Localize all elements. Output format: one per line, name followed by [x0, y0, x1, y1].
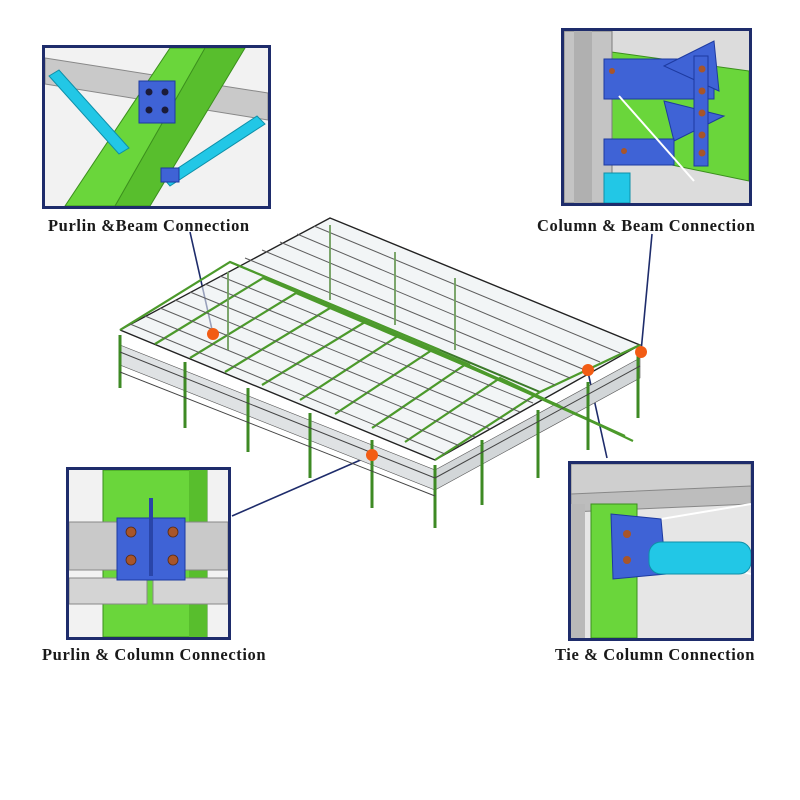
detail-purlin-column: [66, 467, 231, 640]
detail-tie-column: [568, 461, 754, 641]
caption-column-beam: Column & Beam Connection: [537, 216, 756, 235]
marker-purlin-beam: [207, 328, 219, 340]
detail-purlin-beam: [42, 45, 271, 209]
leader-column-beam: [640, 233, 653, 353]
caption-purlin-beam: Purlin &Beam Connection: [48, 216, 250, 235]
caption-tie-column: Tie & Column Connection: [555, 645, 756, 664]
wall-girts: [119, 351, 641, 497]
building-frame: [118, 217, 642, 528]
detail-column-beam: [561, 28, 752, 206]
marker-column-beam: [635, 346, 647, 358]
back-columns: [227, 225, 456, 350]
connection-markers: [207, 328, 647, 461]
roof-surface: [120, 218, 640, 460]
caption-purlin-column: Purlin & Column Connection: [42, 645, 267, 664]
rafters: [119, 260, 641, 461]
marker-tie-column: [582, 364, 594, 376]
marker-purlin-column: [366, 449, 378, 461]
leader-purlin-column: [231, 454, 373, 517]
